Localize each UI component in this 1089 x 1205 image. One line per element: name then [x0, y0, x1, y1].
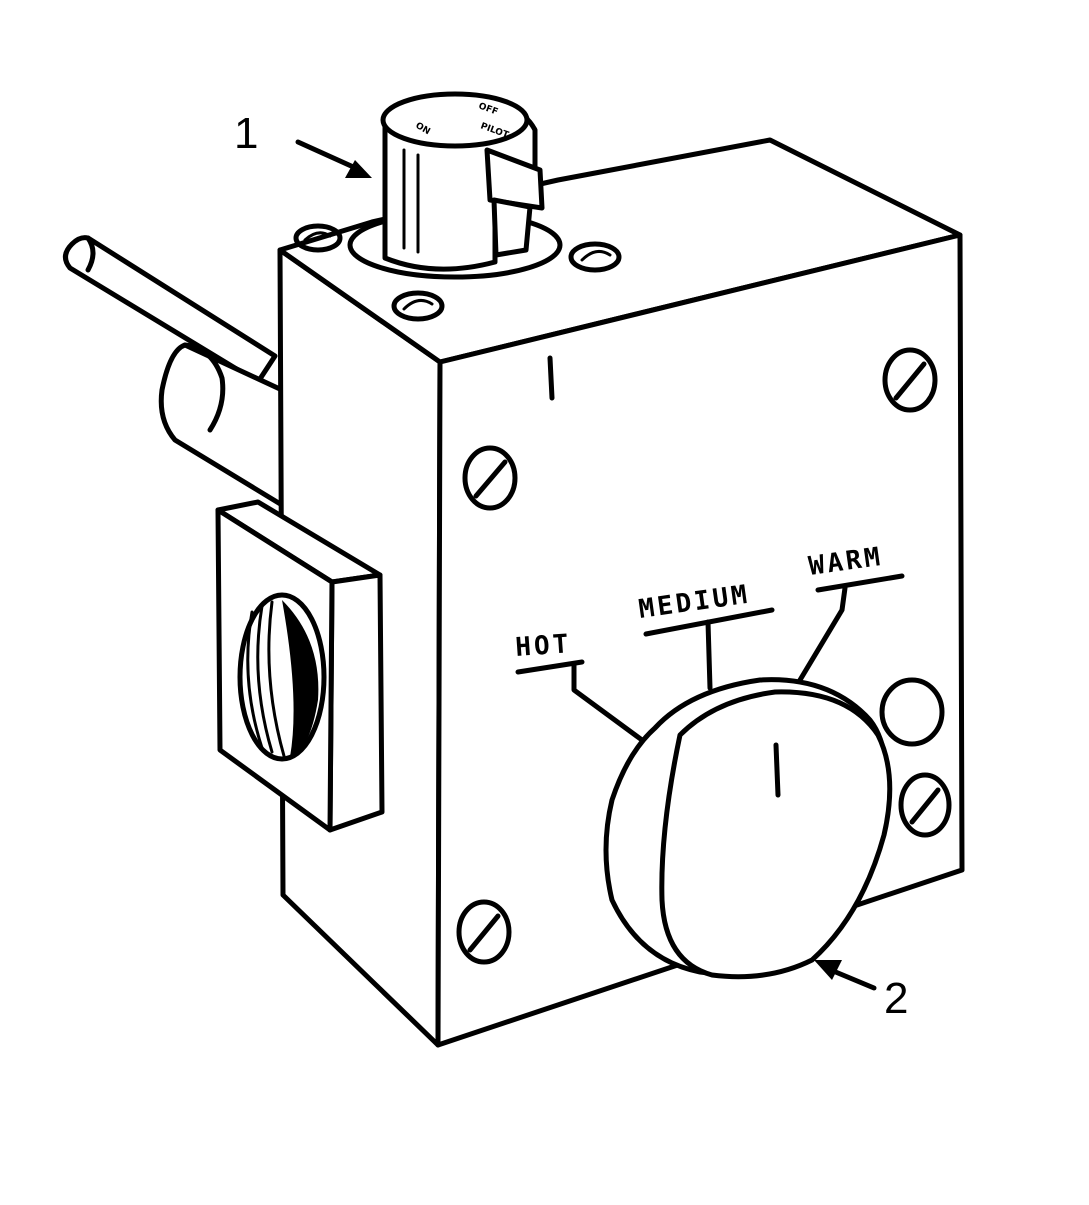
callout-1: 1 [234, 109, 372, 178]
dial-pointer [773, 742, 781, 798]
screw-icon [882, 347, 938, 413]
plug-icon [879, 677, 945, 747]
callout-number: 1 [234, 109, 258, 158]
knob-lever [484, 147, 545, 211]
body-index-mark [547, 355, 555, 401]
screw-icon [391, 290, 445, 322]
callout-2: 2 [814, 960, 908, 1023]
screw-icon [456, 899, 512, 965]
front-screws [456, 347, 952, 965]
screw-icon [568, 241, 622, 273]
callout-number: 2 [884, 974, 908, 1023]
thermocouple-fitting [158, 342, 285, 508]
arrow-icon [814, 960, 842, 980]
gas-cock-knob[interactable]: ON OFF PILOT [347, 91, 563, 280]
inlet-pipe [63, 235, 278, 385]
temperature-dial[interactable] [603, 677, 893, 980]
screw-icon [898, 772, 952, 838]
threaded-port [237, 592, 327, 762]
outlet-port-block [215, 499, 385, 833]
arrow-icon [345, 160, 372, 178]
screw-icon [293, 223, 343, 253]
top-screws [293, 223, 622, 322]
screw-icon [462, 445, 518, 511]
dial-face [659, 689, 893, 980]
dial-label-hot: HOT [514, 629, 572, 663]
knob-top [380, 91, 530, 149]
